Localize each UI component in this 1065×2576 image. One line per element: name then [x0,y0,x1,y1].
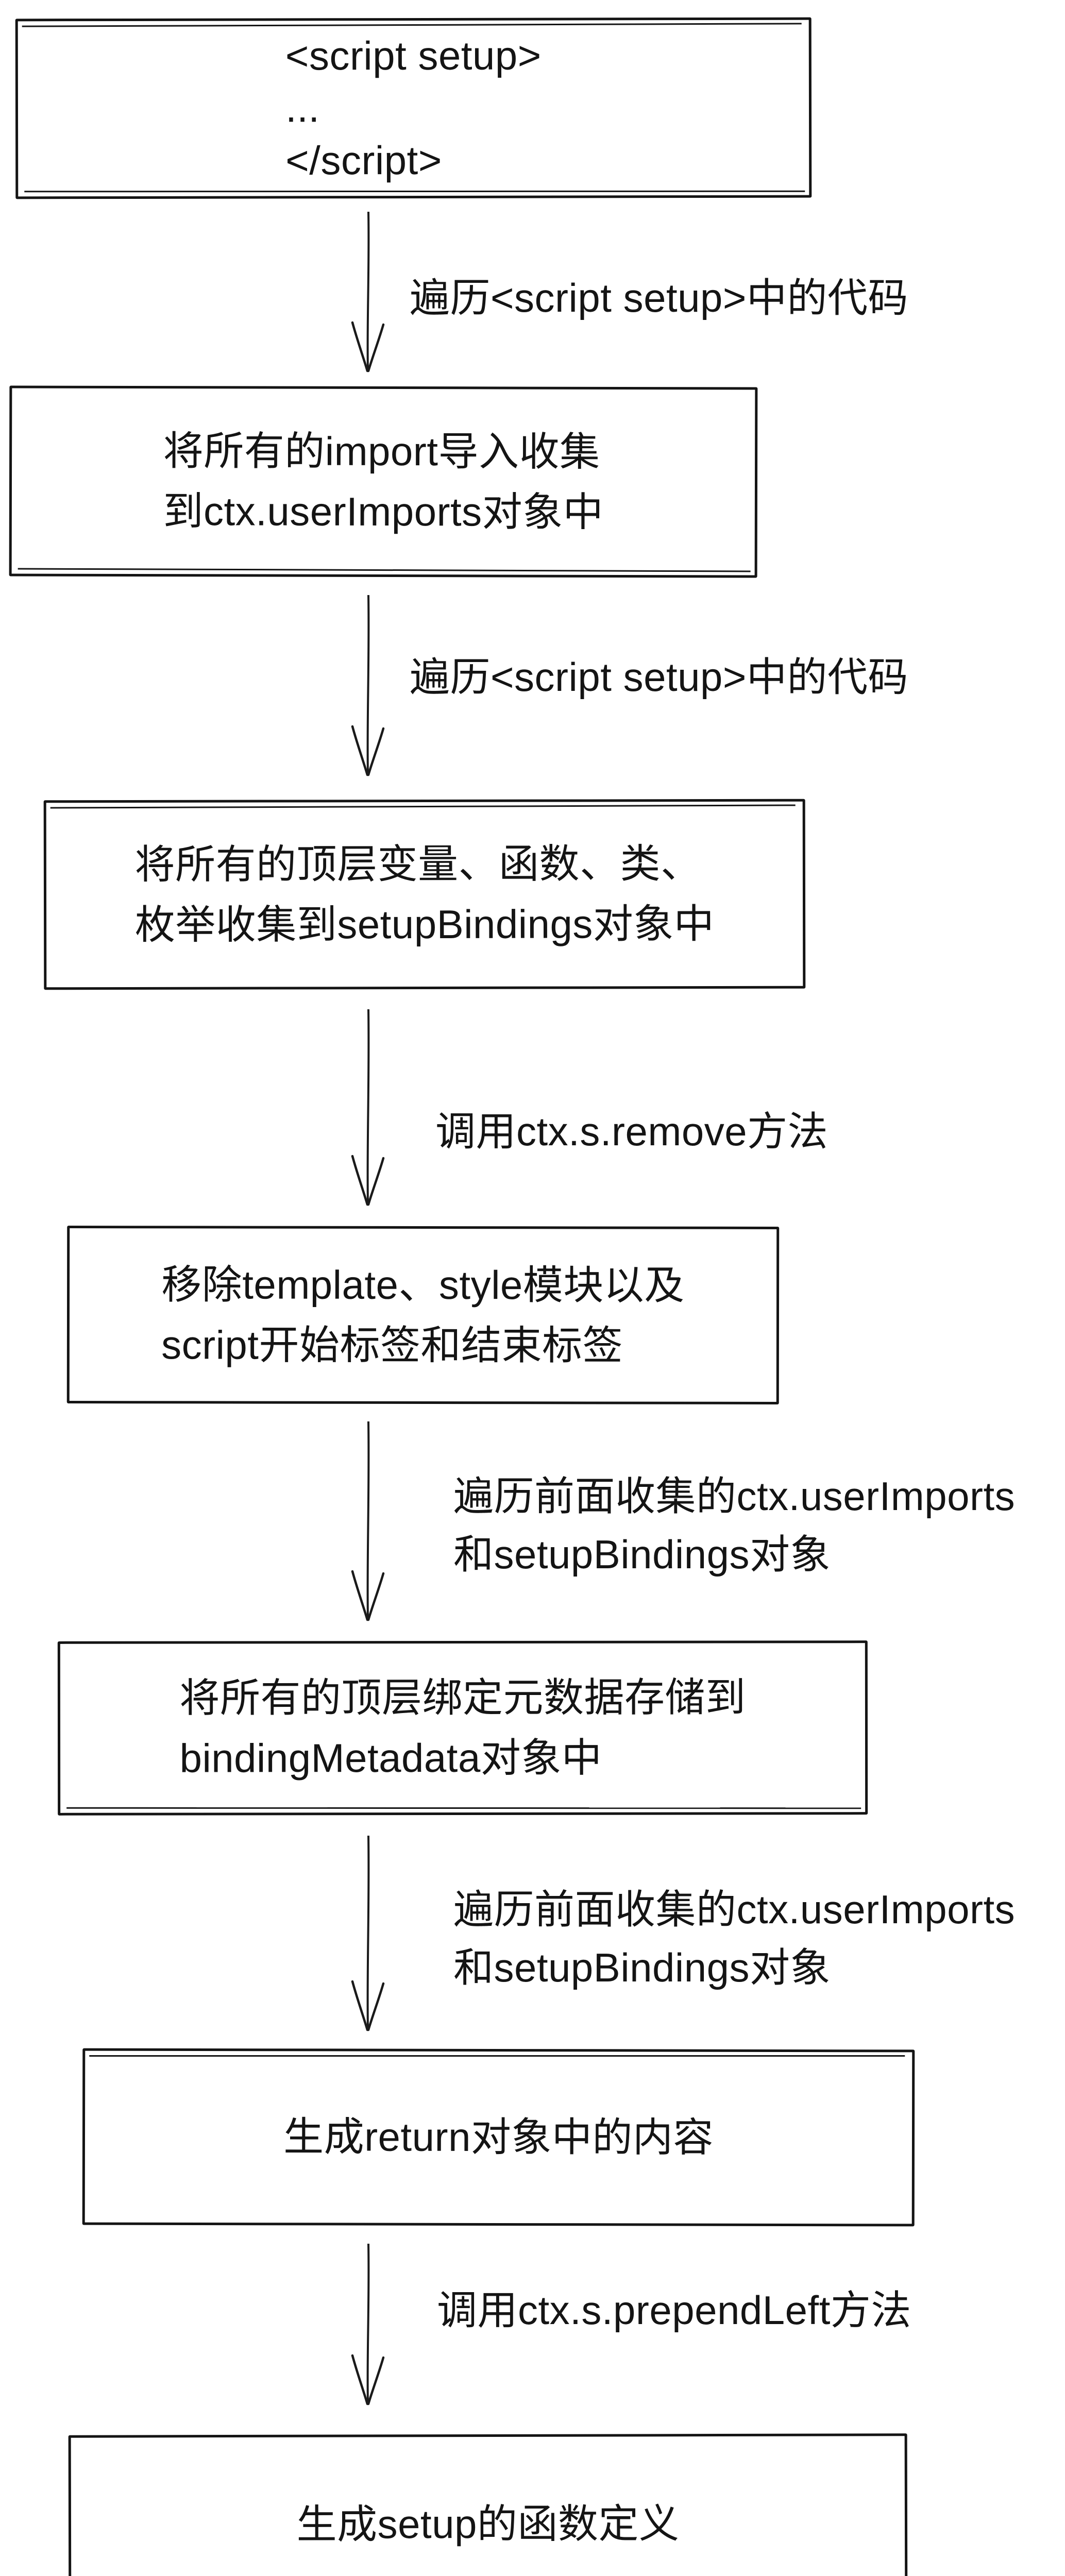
node-line: 到ctx.userImports对象中 [163,488,604,535]
flow-node-script-setup-source: <script setup> ... </script> [15,17,812,199]
edge-label-traverse-script-setup-1: 遍历<script setup>中的代码 [410,269,908,327]
node-text: <script setup> ... </script> [285,29,542,187]
node-text: 将所有的import导入收集 到ctx.userImports对象中 [163,421,603,543]
edge-label-line: 调用ctx.s.remove方法 [435,1109,829,1154]
node-line: ... [285,85,320,131]
node-text: 生成setup的函数定义 [296,2494,680,2555]
node-line: 将所有的顶层变量、函数、类、 [134,841,701,887]
node-text: 将所有的顶层绑定元数据存储到 bindingMetadata对象中 [179,1667,746,1788]
node-line: 移除template、style模块以及 [161,1261,685,1308]
down-arrow-icon [351,2243,385,2405]
node-line: 将所有的import导入收集 [163,428,600,474]
down-arrow-icon [351,1835,385,2031]
down-arrow-icon [351,595,385,776]
down-arrow-icon [351,211,385,372]
flow-node-collect-imports: 将所有的import导入收集 到ctx.userImports对象中 [9,385,758,578]
edge-label-line: 遍历前面收集的ctx.userImports [453,1473,1016,1519]
node-line: 枚举收集到setupBindings对象中 [134,901,715,947]
edge-label-traverse-script-setup-2: 遍历<script setup>中的代码 [410,648,908,706]
node-text: 将所有的顶层变量、函数、类、 枚举收集到setupBindings对象中 [135,834,715,955]
node-line: script开始标签和结束标签 [161,1321,623,1368]
node-text: 移除template、style模块以及 script开始标签和结束标签 [161,1255,685,1376]
flow-node-store-binding-metadata: 将所有的顶层绑定元数据存储到 bindingMetadata对象中 [57,1640,868,1816]
down-arrow-icon [351,1421,385,1621]
down-arrow-icon [351,1009,385,1206]
edge-label-line: 和setupBindings对象 [453,1532,831,1578]
node-line: 生成return对象中的内容 [283,2114,714,2160]
edge-label-call-ctx-s-remove: 调用ctx.s.remove方法 [435,1103,828,1161]
node-line: </script> [285,137,442,183]
edge-label-traverse-collected-objects-1: 遍历前面收集的ctx.userImports 和setupBindings对象 [453,1467,1015,1584]
edge-label-traverse-collected-objects-2: 遍历前面收集的ctx.userImports 和setupBindings对象 [453,1880,1015,1997]
edge-label-line: 遍历<script setup>中的代码 [410,654,908,700]
edge-label-line: 遍历<script setup>中的代码 [410,275,908,320]
node-text: 生成return对象中的内容 [283,2107,714,2167]
edge-label-call-ctx-s-prependleft: 调用ctx.s.prependLeft方法 [437,2281,911,2340]
flow-node-remove-template-style-script-tags: 移除template、style模块以及 script开始标签和结束标签 [66,1226,780,1404]
edge-label-line: 遍历前面收集的ctx.userImports [453,1887,1016,1932]
node-line: bindingMetadata对象中 [179,1735,602,1781]
edge-label-line: 调用ctx.s.prependLeft方法 [437,2287,911,2333]
node-line: 生成setup的函数定义 [296,2500,680,2547]
flow-node-collect-top-level-bindings: 将所有的顶层变量、函数、类、 枚举收集到setupBindings对象中 [43,799,806,990]
flow-node-generate-return-object: 生成return对象中的内容 [82,2048,915,2227]
node-line: 将所有的顶层绑定元数据存储到 [179,1674,746,1721]
node-line: <script setup> [285,32,542,79]
flow-node-generate-setup-definition: 生成setup的函数定义 [68,2433,908,2576]
edge-label-line: 和setupBindings对象 [453,1945,831,1991]
